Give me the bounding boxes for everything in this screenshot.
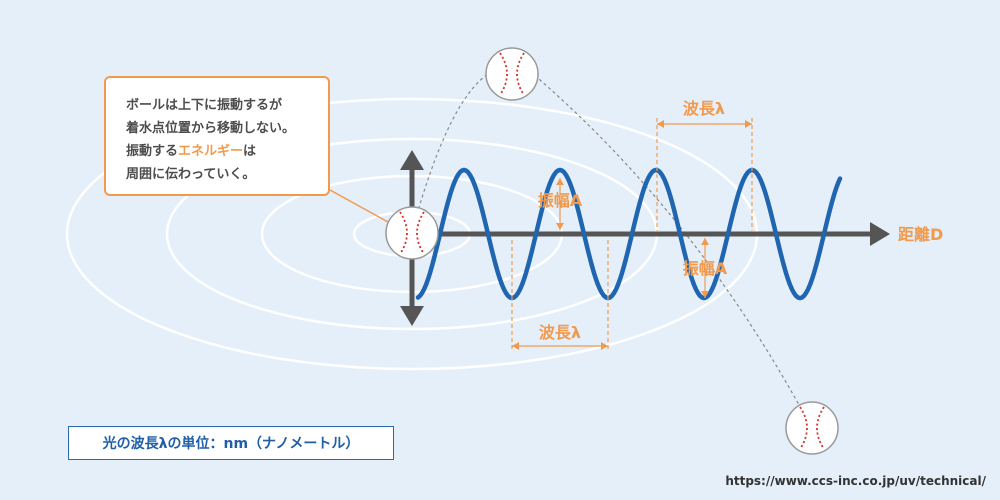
wavelength-top-label: 波長λ bbox=[683, 99, 725, 118]
wavelength-top-indicator bbox=[656, 118, 753, 232]
callout-line-1: ボールは上下に振動するが bbox=[126, 98, 283, 113]
distance-axis-label: 距離D bbox=[898, 225, 943, 244]
baseball-icon bbox=[785, 401, 839, 455]
baseball-icon bbox=[485, 47, 539, 101]
baseball-icon bbox=[385, 206, 439, 260]
callout-energy-highlight: エネルギー bbox=[178, 144, 244, 159]
callout-line-3-post: は bbox=[243, 144, 257, 159]
amplitude-lower-label: 振幅A bbox=[683, 259, 728, 278]
callout-line-4: 周囲に伝わっていく。 bbox=[126, 167, 256, 182]
callout-line-3: 振動するエネルギーは bbox=[126, 140, 318, 163]
explanation-callout: ボールは上下に振動するが 着水点位置から移動しない。 振動するエネルギーは 周囲… bbox=[104, 76, 330, 196]
callout-line-2: 着水点位置から移動しない。 bbox=[126, 121, 296, 136]
callout-line-3-pre: 振動する bbox=[126, 144, 179, 159]
amplitude-lower-indicator bbox=[701, 238, 709, 298]
wavelength-unit-box: 光の波長λの単位：nm（ナノメートル） bbox=[68, 426, 394, 460]
source-url: https://www.ccs-inc.co.jp/uv/technical/ bbox=[725, 474, 986, 488]
callout-pointer bbox=[329, 189, 389, 223]
distance-axis-arrowhead bbox=[870, 222, 890, 246]
amplitude-upper-indicator bbox=[556, 178, 564, 230]
amplitude-upper-label: 振幅A bbox=[538, 191, 583, 210]
sine-wave bbox=[415, 167, 843, 301]
wavelength-bottom-indicator bbox=[511, 240, 609, 352]
wavelength-bottom-label: 波長λ bbox=[539, 323, 581, 342]
ball-trajectory bbox=[411, 66, 811, 426]
